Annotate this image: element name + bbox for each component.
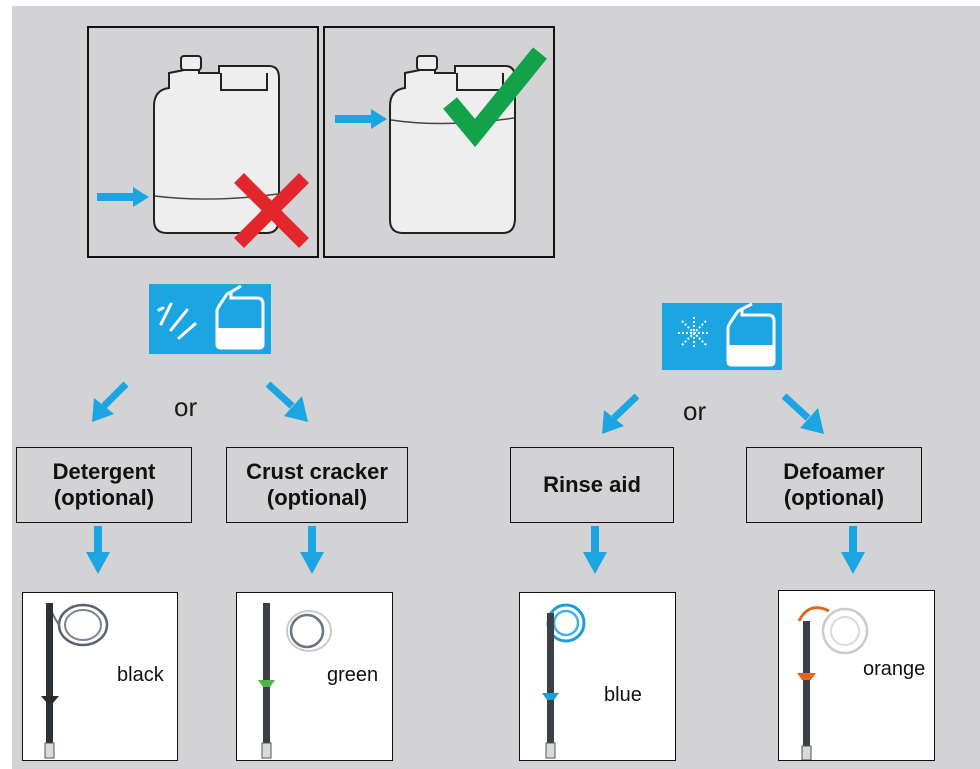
lance-photo-blue: blue bbox=[519, 592, 676, 761]
red-cross-icon bbox=[234, 173, 309, 248]
label-detergent: Detergent (optional) bbox=[16, 447, 192, 523]
arrow-down-icon bbox=[583, 526, 607, 574]
label-defoamer-text: Defoamer (optional) bbox=[783, 459, 885, 510]
canister-low-frame bbox=[87, 26, 319, 258]
cleaner-canister-icon bbox=[149, 284, 271, 354]
lance-photo-black: black bbox=[22, 592, 178, 761]
rinse-canister-icon bbox=[662, 303, 782, 370]
label-crust-cracker-text: Crust cracker (optional) bbox=[246, 459, 388, 510]
label-rinse-aid-text: Rinse aid bbox=[543, 472, 641, 497]
label-defoamer: Defoamer (optional) bbox=[746, 447, 922, 523]
arrow-down-icon bbox=[86, 526, 110, 574]
label-rinse-aid: Rinse aid bbox=[510, 447, 674, 523]
label-detergent-text: Detergent (optional) bbox=[52, 459, 156, 510]
canister-low-illustration bbox=[97, 55, 309, 248]
or-label: or bbox=[683, 396, 707, 426]
arrow-down-left-icon bbox=[602, 393, 640, 434]
lance-color-label: green bbox=[327, 664, 379, 686]
canister-full-frame bbox=[323, 26, 555, 258]
level-arrow-icon bbox=[97, 187, 149, 207]
arrow-down-icon bbox=[841, 526, 865, 574]
lance-photo-green: green bbox=[236, 592, 393, 761]
or-label: or bbox=[174, 392, 198, 422]
arrow-down-left-icon bbox=[92, 381, 129, 422]
green-check-icon bbox=[443, 47, 547, 148]
lance-photo-orange: orange bbox=[778, 590, 935, 761]
lance-color-label: black bbox=[117, 664, 164, 686]
label-crust-cracker: Crust cracker (optional) bbox=[226, 447, 408, 523]
canister-full-illustration bbox=[335, 47, 547, 234]
arrow-down-right-icon bbox=[781, 393, 824, 434]
level-arrow-icon bbox=[335, 109, 387, 129]
arrow-down-icon bbox=[300, 526, 324, 574]
lance-color-label: orange bbox=[863, 658, 926, 680]
arrow-down-right-icon bbox=[265, 381, 308, 422]
lance-color-label: blue bbox=[604, 684, 642, 706]
